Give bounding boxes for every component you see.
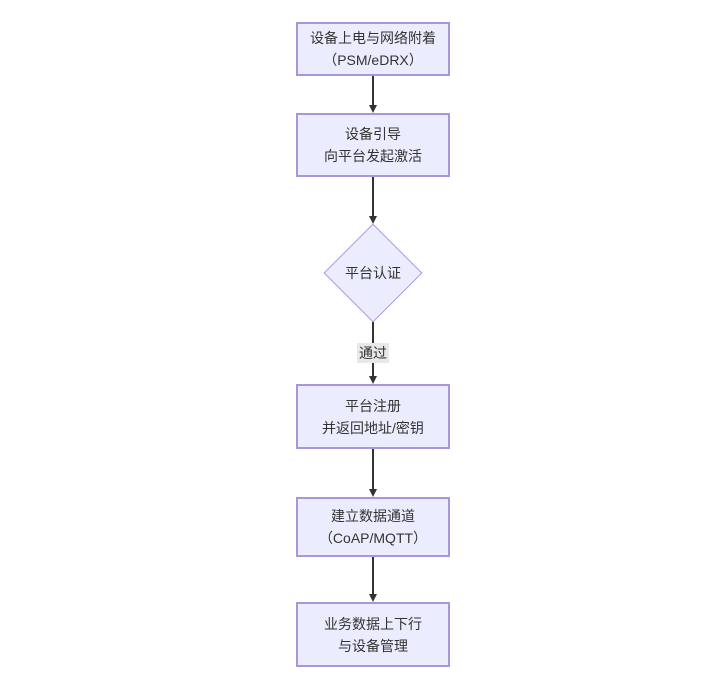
edge-bootstrap-to-auth	[368, 177, 378, 224]
flowchart-node-register: 平台注册 并返回地址/密钥	[296, 384, 450, 449]
node-label-line: 建立数据通道	[331, 508, 415, 524]
edge-channel-to-business	[368, 557, 378, 602]
edge-line	[372, 76, 374, 105]
node-label-line: 平台认证	[345, 265, 401, 281]
arrowhead-down-icon	[369, 105, 377, 113]
node-label-line: 向平台发起激活	[324, 148, 422, 164]
arrowhead-down-icon	[369, 216, 377, 224]
node-label-line: 设备上电与网络附着	[310, 30, 436, 46]
node-label-line: 设备引导	[345, 126, 401, 142]
edge-line	[372, 557, 374, 594]
flowchart-node-bootstrap: 设备引导 向平台发起激活	[296, 113, 450, 177]
flowchart-node-business: 业务数据上下行 与设备管理	[296, 602, 450, 667]
arrowhead-down-icon	[369, 376, 377, 384]
arrowhead-down-icon	[369, 594, 377, 602]
flowchart-node-power-attach: 设备上电与网络附着 （PSM/eDRX）	[296, 22, 450, 76]
node-label-line: （CoAP/MQTT）	[318, 530, 428, 546]
node-label-line: 业务数据上下行	[324, 615, 422, 632]
node-label-line: （PSM/eDRX）	[323, 52, 423, 68]
edge-line	[372, 449, 374, 489]
edge-label-pass: 通过	[357, 343, 389, 363]
edge-line	[372, 177, 374, 216]
edge-power-to-bootstrap	[368, 76, 378, 113]
node-label-line: 并返回地址/密钥	[322, 419, 424, 436]
edge-register-to-channel	[368, 449, 378, 497]
node-label-line: 平台注册	[345, 397, 401, 414]
flowchart-node-channel: 建立数据通道 （CoAP/MQTT）	[296, 497, 450, 557]
arrowhead-down-icon	[369, 489, 377, 497]
node-label-line: 与设备管理	[338, 637, 408, 654]
